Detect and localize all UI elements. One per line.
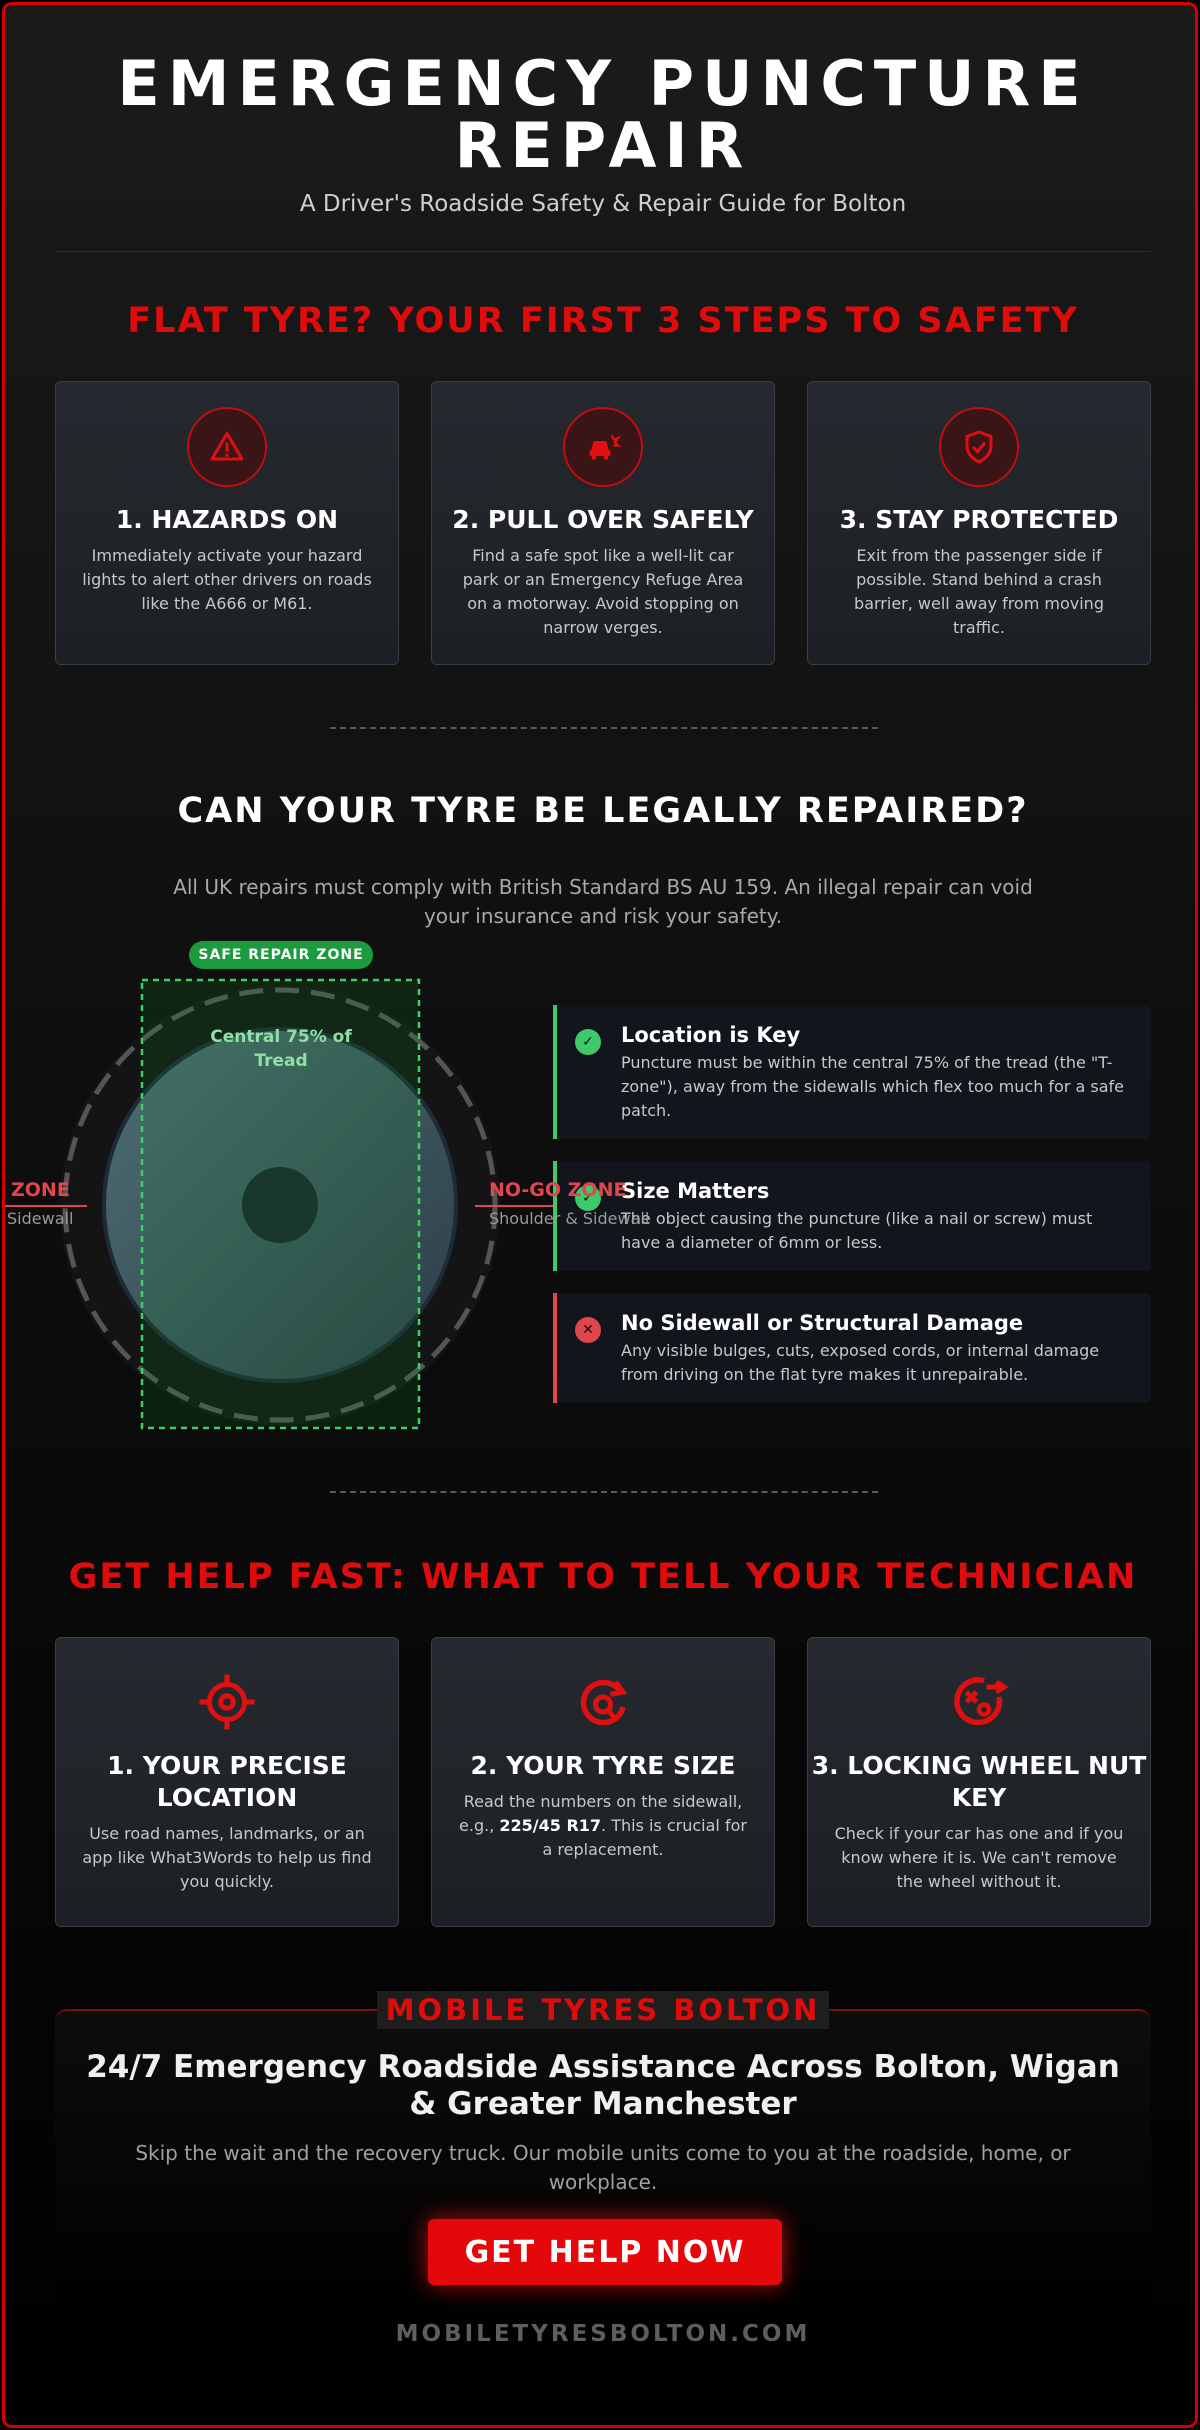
tyre-size-icon: [573, 1672, 633, 1732]
warning-triangle-icon: [187, 407, 267, 487]
safety-heading: FLAT TYRE? YOUR FIRST 3 STEPS TO SAFETY: [127, 301, 1079, 341]
card-text: Check if your car has one and if you kno…: [834, 1824, 1124, 1891]
card-title: 3. STAY PROTECTED: [839, 505, 1119, 534]
help-card-locking-nut: 3. LOCKING WHEEL NUT KEY Check if your c…: [807, 1637, 1151, 1927]
rule-status-bar: [553, 1005, 557, 1139]
page-subtitle: A Driver's Roadside Safety & Repair Guid…: [299, 191, 907, 217]
rule-title: No Sidewall or Structural Damage: [621, 1311, 1024, 1335]
cross-icon: ✕: [575, 1317, 601, 1343]
safety-card-hazards: 1. HAZARDS ON Immediately activate your …: [55, 381, 399, 665]
crosshair-location-icon: [197, 1672, 257, 1732]
tyre-graphic: [60, 978, 500, 1430]
card-text: Read the numbers on the sidewall, e.g., …: [459, 1792, 747, 1859]
check-icon: ✓: [575, 1029, 601, 1055]
tyre-diagram: SAFE REPAIR ZONE Central 75% of Tread ZO…: [5, 935, 595, 1435]
car-crash-icon: [563, 407, 643, 487]
rule-size: ✓ Size Matters The object causing the pu…: [553, 1161, 1151, 1271]
rule-status-bar: [553, 1161, 557, 1271]
rule-title: Location is Key: [621, 1023, 801, 1047]
card-text: Immediately activate your hazard lights …: [82, 546, 372, 613]
shield-check-icon: [939, 407, 1019, 487]
rule-title: Size Matters: [621, 1179, 770, 1203]
nogo-zone-left-sub: Sidewall: [7, 1209, 74, 1228]
check-icon: ✓: [575, 1185, 601, 1211]
tyre-size-example: 225/45 R17: [499, 1816, 602, 1835]
card-text: Exit from the passenger side if possible…: [854, 546, 1104, 637]
website-link[interactable]: MOBILETYRESBOLTON.COM: [395, 2321, 811, 2347]
card-title: 2. PULL OVER SAFELY: [452, 505, 754, 534]
rule-text: Puncture must be within the central 75% …: [621, 1053, 1125, 1120]
section-divider: [330, 1491, 878, 1493]
card-text: Find a safe spot like a well-lit car par…: [462, 546, 744, 637]
safe-zone-badge: SAFE REPAIR ZONE: [189, 941, 373, 969]
page-title: EMERGENCY PUNCTURE REPAIR: [117, 47, 1089, 182]
card-title: 3. LOCKING WHEEL NUT KEY: [811, 1751, 1147, 1812]
safety-card-pull-over: 2. PULL OVER SAFELY Find a safe spot lik…: [431, 381, 775, 665]
rule-sidewall: ✕ No Sidewall or Structural Damage Any v…: [553, 1293, 1151, 1403]
rule-status-bar: [553, 1293, 557, 1403]
safety-card-stay-protected: 3. STAY PROTECTED Exit from the passenge…: [807, 381, 1151, 665]
card-text: Use road names, landmarks, or an app lik…: [82, 1824, 372, 1891]
help-card-tyre-size: 2. YOUR TYRE SIZE Read the numbers on th…: [431, 1637, 775, 1927]
cta-text: Skip the wait and the recovery truck. Ou…: [135, 2141, 1071, 2194]
card-title: 2. YOUR TYRE SIZE: [470, 1751, 736, 1780]
nogo-zone-right-label: NO-GO ZONE: [489, 1179, 627, 1201]
rule-text: The object causing the puncture (like a …: [621, 1209, 1093, 1252]
section-divider: [330, 727, 878, 729]
legal-heading: CAN YOUR TYRE BE LEGALLY REPAIRED?: [177, 791, 1029, 831]
cta-title: 24/7 Emergency Roadside Assistance Acros…: [86, 2049, 1120, 2122]
help-card-location: 1. YOUR PRECISE LOCATION Use road names,…: [55, 1637, 399, 1927]
nogo-left-line: [5, 1205, 87, 1207]
nogo-zone-right-sub: Shoulder & Sidewall: [489, 1209, 650, 1228]
rule-location: ✓ Location is Key Puncture must be withi…: [553, 1005, 1151, 1139]
central-tread-label: Central 75% of Tread: [210, 1027, 352, 1071]
card-title: 1. HAZARDS ON: [115, 505, 339, 534]
nogo-right-line: [475, 1205, 595, 1207]
nogo-zone-left-label: ZONE: [11, 1179, 70, 1201]
card-title: 1. YOUR PRECISE LOCATION: [107, 1751, 347, 1812]
brand-name: MOBILE TYRES BOLTON: [377, 1991, 829, 2029]
get-help-now-button[interactable]: GET HELP NOW: [428, 2219, 782, 2285]
header-divider: [55, 251, 1151, 252]
locking-key-icon: [949, 1672, 1009, 1732]
rule-text: Any visible bulges, cuts, exposed cords,…: [621, 1341, 1100, 1384]
legal-description: All UK repairs must comply with British …: [173, 875, 1033, 928]
help-heading: GET HELP FAST: WHAT TO TELL YOUR TECHNIC…: [68, 1557, 1138, 1597]
